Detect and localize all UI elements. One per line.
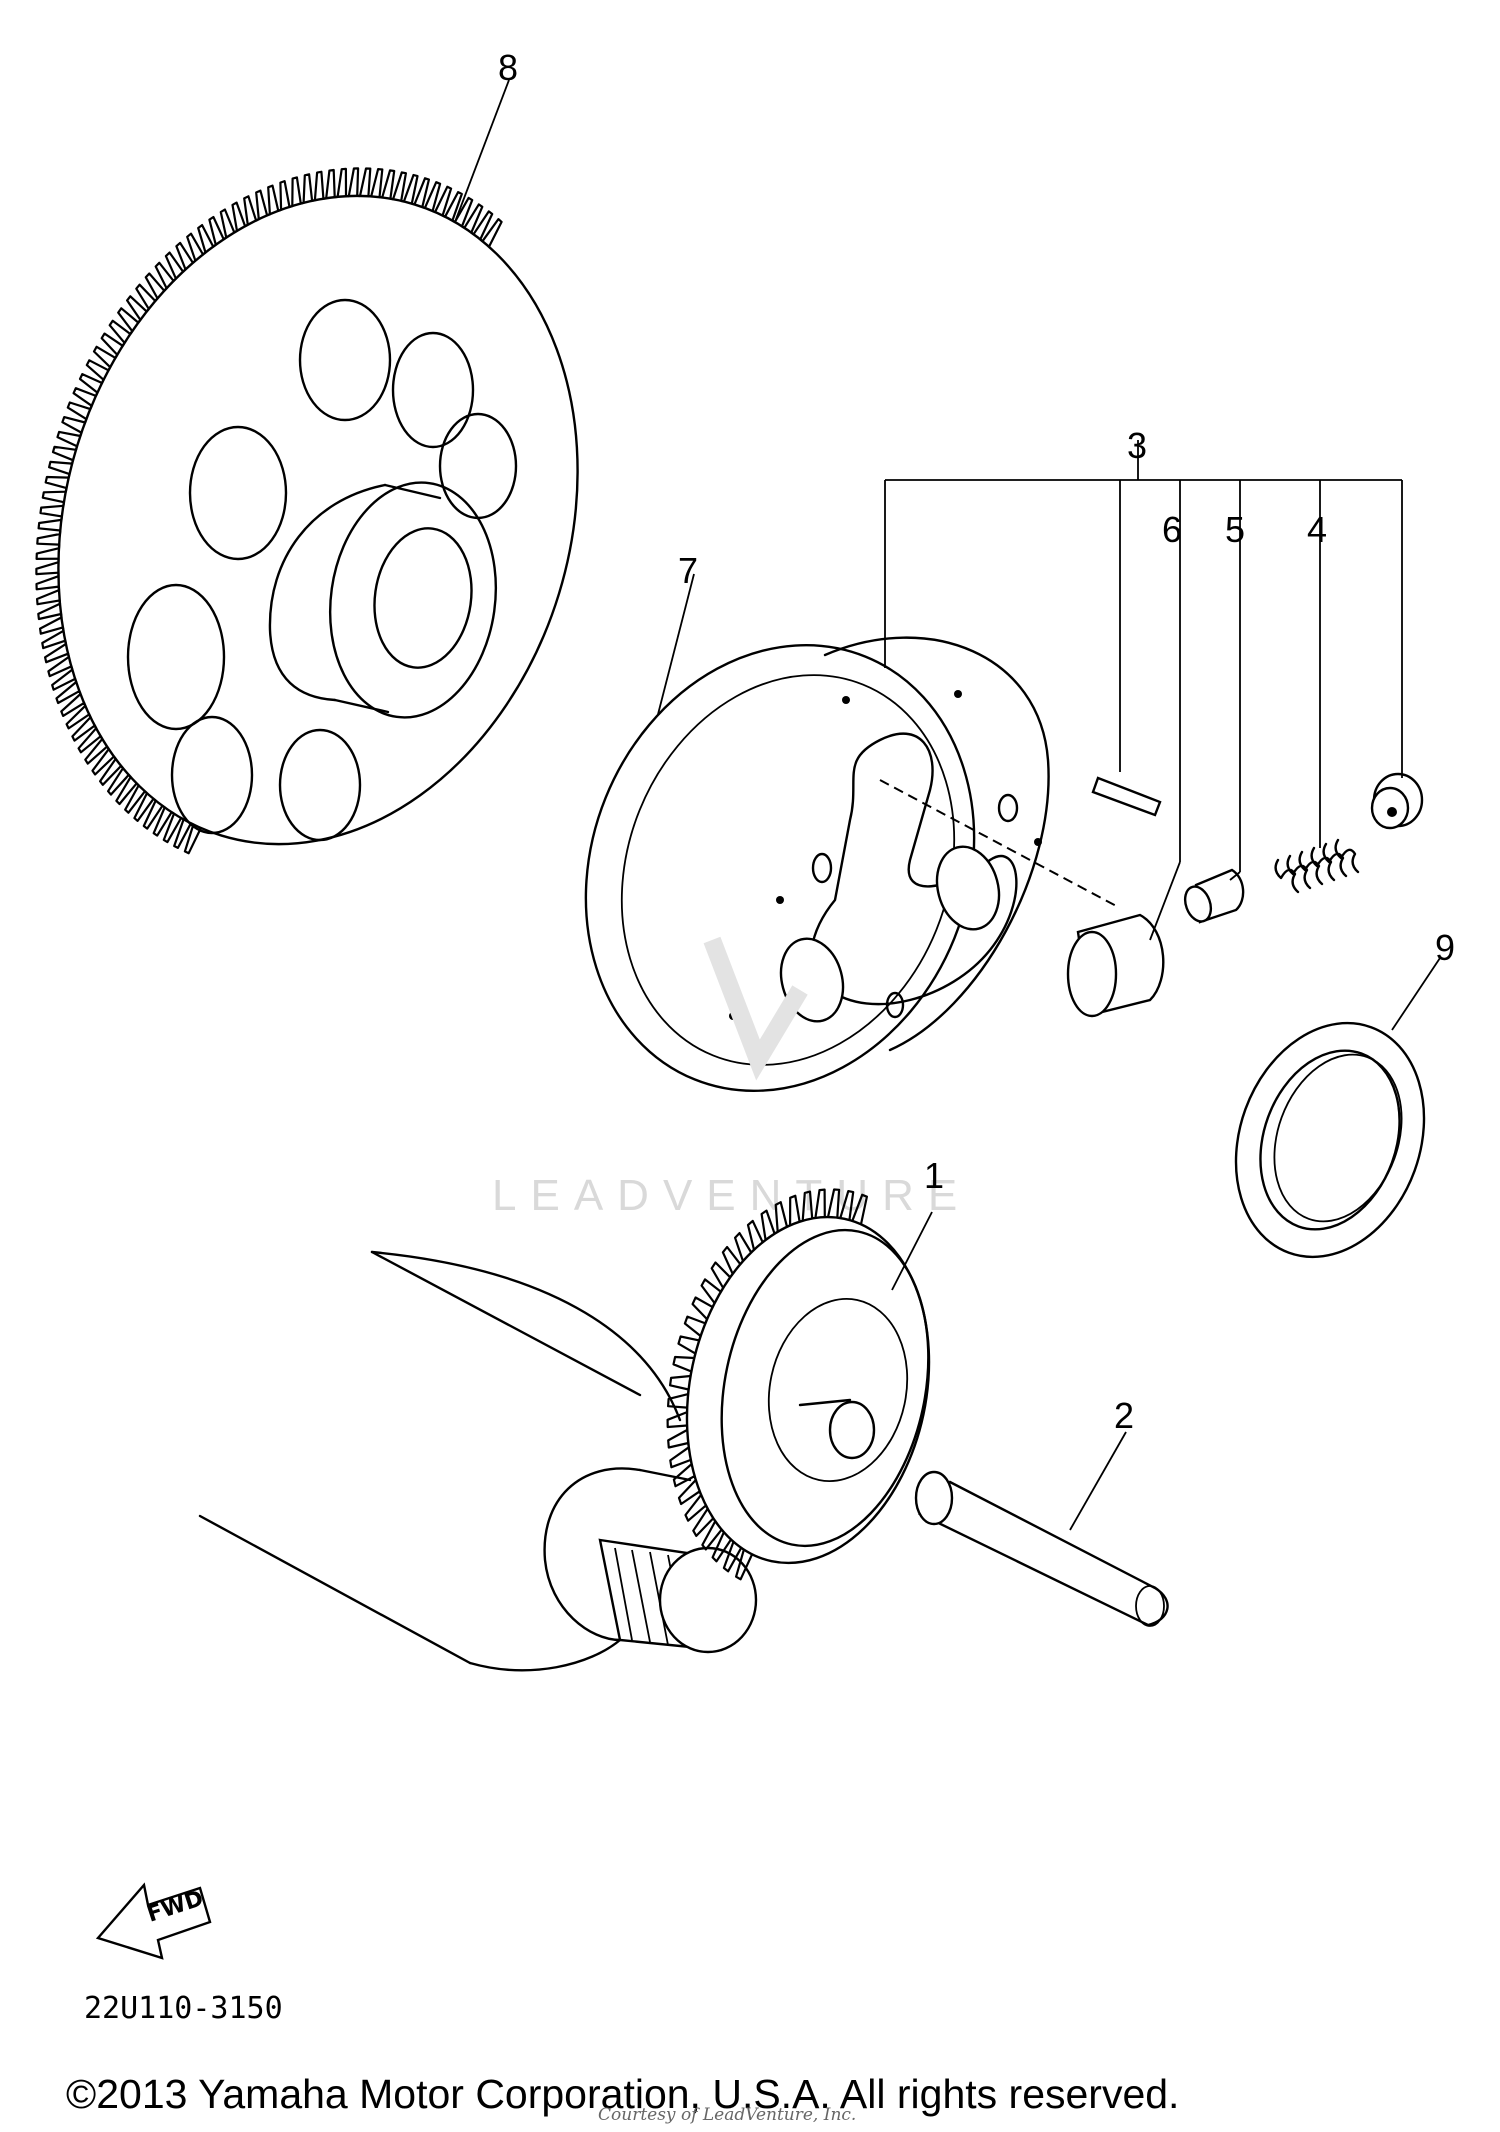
- gear-teeth: [35, 167, 503, 855]
- spring-part-4: [1274, 838, 1360, 894]
- starter-motor-body: [198, 1250, 758, 1672]
- assembly-line: [879, 779, 1121, 909]
- callout-5: 5: [1225, 509, 1245, 550]
- plunger-part-5: [1183, 868, 1245, 924]
- leader-line-9: [1391, 957, 1441, 1031]
- watermark-text: LEADVENTURE: [492, 1171, 971, 1220]
- faint-credit: Courtesy of LeadVenture, Inc.: [598, 2105, 856, 2125]
- copyright-notice: ©2013 Yamaha Motor Corporation, U.S.A. A…: [66, 2071, 1179, 2117]
- callout-8: 8: [498, 47, 518, 88]
- callout-1: 1: [924, 1155, 944, 1196]
- callout-3: 3: [1127, 425, 1147, 466]
- leader-line-7: [654, 573, 695, 727]
- leader-line-1: [891, 1211, 933, 1291]
- assembly-bracket: [884, 440, 1403, 941]
- callout-4: 4: [1307, 509, 1327, 550]
- leader-line-2: [1069, 1431, 1127, 1531]
- callout-7: 7: [678, 550, 698, 591]
- callout-9: 9: [1435, 927, 1455, 968]
- diagram-code: 22U110-3150: [84, 1991, 283, 2026]
- shaft-part-2: [914, 1470, 1169, 1627]
- pin: [1091, 776, 1162, 817]
- forward-arrow-icon: FWD: [95, 1882, 212, 1960]
- spring-cap: [1370, 772, 1424, 830]
- starter-clutch-assembly-part-3: [584, 636, 1050, 1093]
- leader-line-8: [454, 79, 510, 223]
- starter-wheel-gear-part-8: [35, 167, 579, 855]
- idler-gear-part-1: [666, 1188, 931, 1581]
- callout-6: 6: [1162, 509, 1182, 550]
- callout-2: 2: [1114, 1395, 1134, 1436]
- roller-part-6: [1066, 913, 1165, 1018]
- gear-tooth-outline: [35, 167, 503, 855]
- watermark: LEADVENTURE: [492, 936, 971, 1220]
- washer-part-9: [1234, 1021, 1426, 1259]
